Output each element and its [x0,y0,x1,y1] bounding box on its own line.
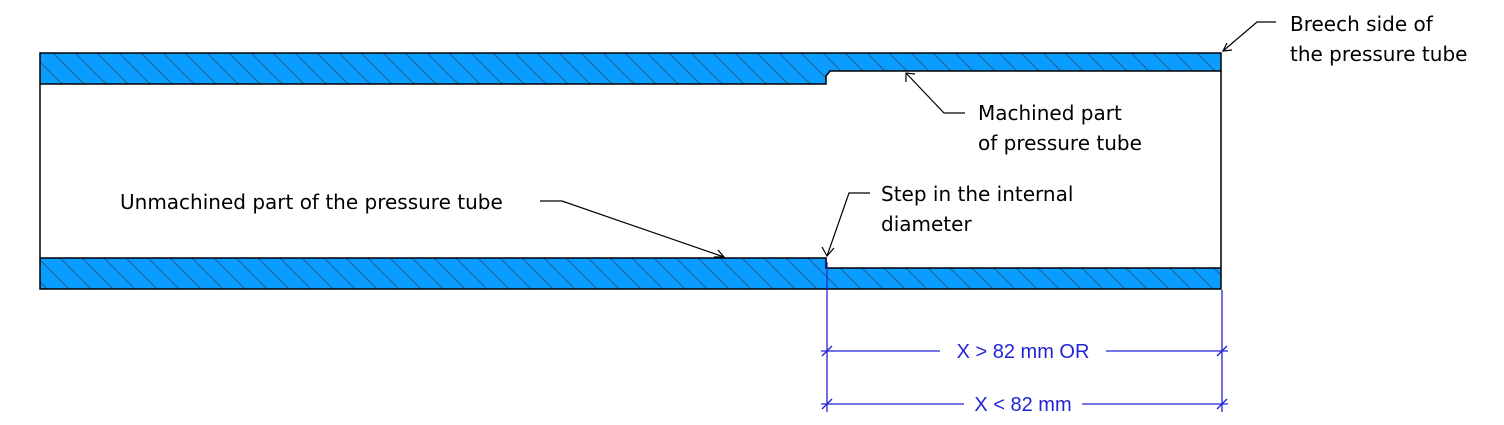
step-label-line2: diameter [881,212,972,236]
step-label-line1: Step in the internal [881,182,1073,206]
lower-dimension-label: X < 82 mm [974,394,1071,416]
machined-label-line1: Machined part [978,101,1122,125]
unmachined-leader [540,200,726,258]
breech-label-line1: Breech side of [1290,12,1434,36]
dimension-annotations [821,262,1228,412]
unmachined-label: Unmachined part of the pressure tube [120,190,503,214]
upper-wall [39,52,1222,85]
upper-tick-left [821,345,833,357]
machined-leader [905,72,965,114]
lower-tick-right [1216,398,1228,410]
lower-wall [39,257,1222,290]
lower-tick-left [821,398,833,410]
breech-leader [1221,21,1276,52]
machined-label-line2: of pressure tube [978,131,1142,155]
upper-dimension-label: X > 82 mm OR [957,341,1090,363]
upper-tick-right [1216,345,1228,357]
breech-label-line2: the pressure tube [1290,42,1467,66]
step-leader [821,192,870,258]
